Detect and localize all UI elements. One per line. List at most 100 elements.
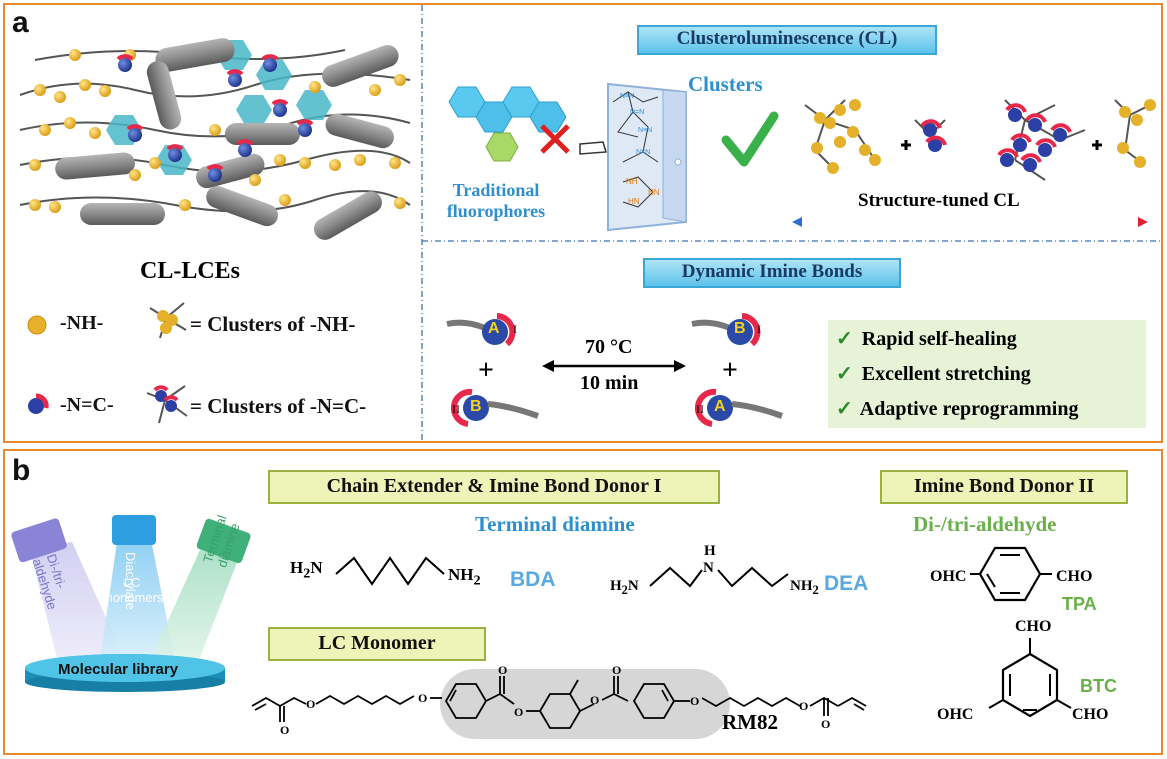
legend-nc-clusters: = Clusters of -N=C-	[190, 394, 367, 418]
cl-lces-label: CL-LCEs	[140, 258, 241, 284]
bda-label: BDA	[510, 568, 556, 591]
structure-tuned-clusters-illustration	[804, 99, 1156, 181]
green-check-icon	[721, 111, 779, 167]
svg-text:NH: NH	[626, 177, 638, 186]
btc-ohc: OHC	[937, 706, 974, 723]
check-icon: ✓	[836, 398, 853, 420]
sub-2: 2	[621, 583, 628, 597]
fluorophore-hexagons-icon	[448, 86, 567, 162]
sub-2: 2	[473, 572, 481, 589]
sub-2: 2	[812, 583, 819, 597]
lamp-mid-b-label: Diacrylate	[123, 552, 138, 610]
o-atom: O	[590, 693, 599, 707]
panel-a	[3, 3, 1163, 443]
property-text: Excellent stretching	[861, 363, 1031, 385]
btc-ring	[988, 638, 1072, 718]
plus-left: +	[478, 355, 494, 386]
property-text: Adaptive reprogramming	[859, 398, 1079, 420]
property-row-2: ✓ Excellent stretching	[836, 361, 1031, 386]
tpa-ohc: OHC	[930, 568, 967, 585]
o-atom: O	[514, 705, 523, 719]
red-cross-icon	[540, 124, 570, 154]
imine-donor-2-header: Imine Bond Donor II	[880, 470, 1128, 504]
reactant-b-icon	[450, 388, 540, 427]
btc-cho-right: CHO	[1072, 706, 1109, 723]
clusters-label: Clusters	[688, 72, 763, 96]
svg-text:N=N: N=N	[630, 109, 644, 116]
product-a-icon	[694, 388, 784, 427]
h-text: H	[290, 558, 304, 577]
dea-n: N	[703, 560, 714, 576]
reactant-b-letter: B	[470, 398, 482, 415]
reactant-a-letter: A	[488, 320, 500, 337]
o-atom: O	[280, 723, 289, 737]
svg-text:N≡N: N≡N	[638, 127, 652, 134]
dea-chain	[649, 566, 789, 588]
rm82-structure: O O O O O O O O O O	[251, 664, 867, 739]
nh-text: NH	[448, 565, 474, 584]
btc-cho-top: CHO	[1015, 618, 1052, 635]
structure-tuned-gradient-arrow	[792, 217, 1148, 227]
reaction-temp: 70 °C	[585, 336, 633, 358]
bda-chain	[335, 556, 445, 586]
o-atom: O	[418, 691, 427, 705]
o-atom: O	[799, 699, 808, 713]
nc-dot-icon	[28, 393, 49, 414]
lamp-mid-a-line2: monomers	[102, 590, 164, 605]
product-b-roman: I	[757, 322, 761, 336]
product-b-icon	[691, 313, 761, 347]
chain-extender-header: Chain Extender & Imine Bond Donor I	[268, 470, 720, 504]
lamp-mid-a-label: LC monomers	[102, 575, 163, 605]
dea-label: DEA	[824, 572, 869, 595]
panel-b-label: b	[12, 454, 31, 487]
properties-box: ✓ Rapid self-healing ✓ Excellent stretch…	[828, 320, 1146, 428]
nh-dot-icon	[27, 315, 47, 335]
structure-tuned-label: Structure-tuned CL	[858, 190, 1020, 211]
bda-h2n: H2N	[290, 558, 323, 582]
cl-header: Clusteroluminescence (CL)	[637, 25, 937, 55]
lamp-mid-a-line1: LC	[123, 575, 141, 590]
traditional-label-2: fluorophores	[446, 201, 546, 221]
dynamic-imine-header: Dynamic Imine Bonds	[643, 258, 901, 288]
btc-label: BTC	[1080, 676, 1117, 696]
o-atom: O	[690, 694, 699, 708]
panel-b	[3, 449, 1163, 755]
o-atom: O	[306, 697, 315, 711]
plus-right: +	[722, 355, 738, 386]
equilibrium-arrow	[542, 360, 686, 372]
tpa-cho: CHO	[1056, 568, 1093, 585]
check-icon: ✓	[836, 363, 853, 385]
property-text: Rapid self-healing	[861, 328, 1017, 350]
legend-nh: -NH-	[60, 312, 104, 334]
n-text: N	[310, 558, 323, 577]
dea-h: H	[704, 543, 716, 559]
legend-nc: -N=C-	[60, 394, 114, 416]
traditional-label-1: Traditional	[452, 180, 540, 200]
reaction-time: 10 min	[580, 372, 639, 394]
o-atom: O	[821, 717, 830, 731]
tpa-ring	[970, 546, 1052, 602]
cl-lce-network-illustration	[19, 38, 411, 240]
reactant-a-icon	[446, 313, 516, 347]
dea-h2n: H2N	[610, 578, 639, 598]
sub-2: 2	[303, 565, 311, 582]
rm82-label: RM82	[722, 710, 778, 734]
nc-cluster-icon	[146, 385, 188, 424]
check-icon: ✓	[836, 328, 853, 350]
property-row-1: ✓ Rapid self-healing	[836, 326, 1017, 351]
nh-text: NH	[790, 578, 813, 594]
h-text: H	[610, 578, 622, 594]
panel-a-label: a	[12, 6, 29, 39]
o-atom: O	[612, 664, 621, 677]
svg-text:N≡N: N≡N	[620, 93, 634, 100]
nh-cluster-icon	[149, 302, 187, 339]
molecular-library-illustration	[11, 515, 251, 692]
o-atom: O	[498, 664, 507, 677]
tpa-label: TPA	[1062, 594, 1097, 614]
legend-nh-clusters: = Clusters of -NH-	[190, 312, 356, 336]
svg-text:HN: HN	[628, 197, 640, 206]
property-row-3: ✓ Adaptive reprogramming	[836, 396, 1078, 421]
svg-text:N=N: N=N	[636, 149, 650, 156]
molecular-library-label: Molecular library	[58, 661, 179, 678]
